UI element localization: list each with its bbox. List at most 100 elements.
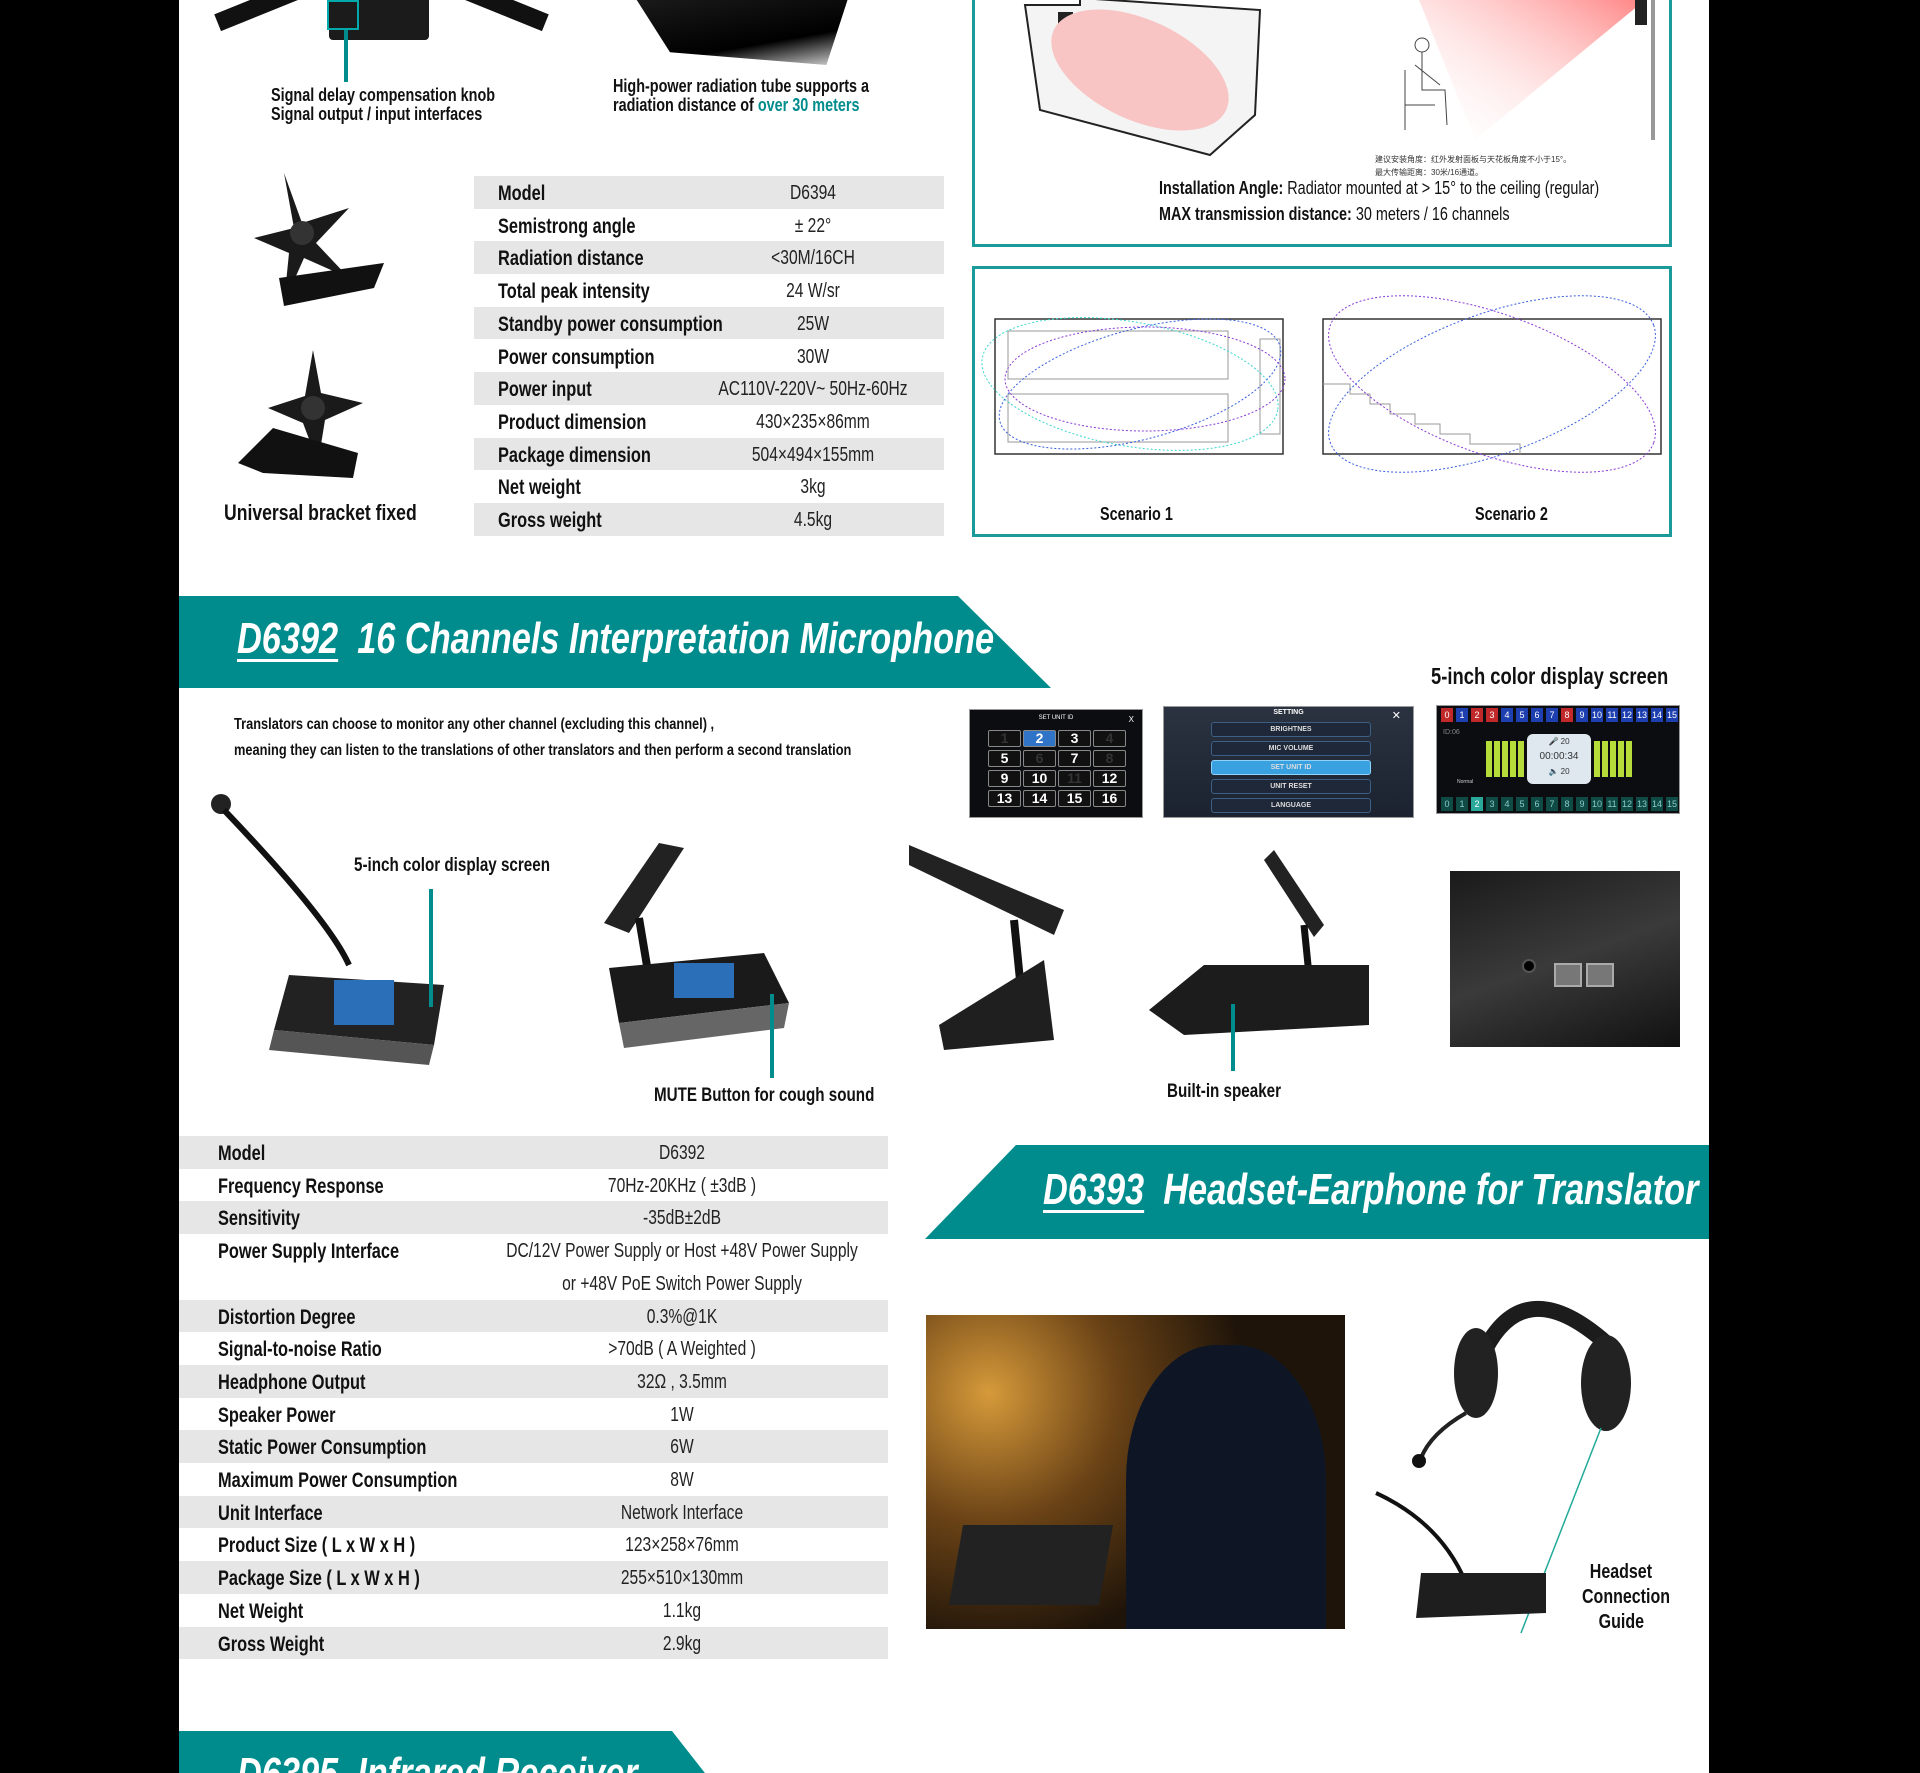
d6393-title: D6393 Headset-Earphone for Translator xyxy=(1043,1165,1698,1215)
mode-label: Normal xyxy=(1457,779,1474,785)
monitor-channel[interactable]: 11 xyxy=(1606,797,1618,811)
radiation-caption: High-power radiation tube supports a rad… xyxy=(589,77,869,115)
monitor-channel[interactable]: 5 xyxy=(1516,797,1528,811)
microphone-rear-image xyxy=(1149,850,1369,1035)
ceiling-radiator-illustration xyxy=(1404,0,1655,140)
setting-menu-item[interactable]: MIC VOLUME xyxy=(1211,741,1371,756)
unit-id-key-11[interactable]: 11 xyxy=(1058,770,1091,787)
setting-menu-item[interactable]: SET UNIT ID xyxy=(1211,760,1371,775)
unit-id-key-1[interactable]: 1 xyxy=(988,730,1021,747)
channel-status: 8 xyxy=(1561,708,1573,722)
scenario-2-label: Scenario 2 xyxy=(1475,504,1566,525)
spec-row: Gross weight 4.5kg xyxy=(474,503,944,536)
mic-level: 🎤 20 xyxy=(1548,737,1570,746)
channel-status: 9 xyxy=(1576,708,1588,722)
monitor-channel[interactable]: 2 xyxy=(1471,797,1483,811)
unit-id-key-8[interactable]: 8 xyxy=(1093,750,1126,767)
spec-value: 255×510×130mm xyxy=(620,1567,744,1590)
unit-id-key-9[interactable]: 9 xyxy=(988,770,1021,787)
unit-id-key-15[interactable]: 15 xyxy=(1058,790,1091,807)
monitor-channel[interactable]: 9 xyxy=(1576,797,1588,811)
monitor-channel[interactable]: 15 xyxy=(1666,797,1678,811)
spec-label: Gross Weight xyxy=(218,1632,325,1656)
label-speaker: Built-in speaker xyxy=(1167,1081,1310,1103)
unit-id-key-6[interactable]: 6 xyxy=(1023,750,1056,767)
spec-value: 70Hz-20KHz ( ±3dB ) xyxy=(607,1174,757,1197)
speaker-level-value: 20 xyxy=(1560,767,1570,776)
spec-label: Product dimension xyxy=(498,410,647,434)
setting-menu-item[interactable]: UNIT RESET xyxy=(1211,779,1371,794)
install-chinese-note: 建议安装角度：红外发射面板与天花板角度不小于15°。 最大传输距离：30米/16… xyxy=(1375,153,1571,179)
spec-value: 430×235×86mm xyxy=(756,410,870,433)
spec-value: 8W xyxy=(670,1469,694,1491)
monitor-channel[interactable]: 4 xyxy=(1501,797,1513,811)
spec-label: Net weight xyxy=(498,476,581,500)
d6393-banner: D6393 Headset-Earphone for Translator xyxy=(925,1145,1709,1239)
monitor-channel[interactable]: 8 xyxy=(1561,797,1573,811)
spec-label: Package Size ( L x W x H ) xyxy=(218,1567,420,1591)
unit-id-key-5[interactable]: 5 xyxy=(988,750,1021,767)
channel-status: 13 xyxy=(1636,708,1648,722)
spec-row: Radiation distance<30M/16CH xyxy=(474,241,944,275)
unit-id-key-14[interactable]: 14 xyxy=(1023,790,1056,807)
setting-menu-item[interactable]: LANGUAGE xyxy=(1211,798,1371,813)
channel-status: 5 xyxy=(1516,708,1528,722)
monitor-channel[interactable]: 10 xyxy=(1591,797,1603,811)
monitor-channel[interactable]: 7 xyxy=(1546,797,1558,811)
microphone-side-image xyxy=(909,845,1064,1050)
monitor-channel[interactable]: 13 xyxy=(1636,797,1648,811)
unit-id-key-3[interactable]: 3 xyxy=(1058,730,1091,747)
unit-id-key-12[interactable]: 12 xyxy=(1093,770,1126,787)
install-distance-value: 30 meters / 16 channels xyxy=(1355,204,1510,224)
channel-status: 15 xyxy=(1666,708,1678,722)
spec-value: 4.5kg xyxy=(793,509,833,531)
spec-value: 25W xyxy=(796,312,830,335)
unit-id-key-7[interactable]: 7 xyxy=(1058,750,1091,767)
spec-row: Semistrong angle± 22° xyxy=(474,209,944,242)
spec-label: Sensitivity xyxy=(218,1207,300,1231)
set-unit-id-title: SET UNIT ID xyxy=(1038,715,1074,721)
speaker-pointer-line xyxy=(1231,1004,1235,1071)
unit-id-key-4[interactable]: 4 xyxy=(1093,730,1126,747)
d6395-title-text: Infrared Receiver xyxy=(357,1749,637,1773)
d6392-title: D6392 16 Channels Interpretation Microph… xyxy=(237,614,994,664)
channel-status: 10 xyxy=(1591,708,1603,722)
spec-value: ± 22° xyxy=(794,214,832,237)
spec-label: Power Supply Interface xyxy=(218,1240,400,1264)
monitor-channel[interactable]: 6 xyxy=(1531,797,1543,811)
monitor-channel[interactable]: 1 xyxy=(1456,797,1468,811)
monitor-channel[interactable]: 12 xyxy=(1621,797,1633,811)
close-icon[interactable]: X xyxy=(1128,715,1134,724)
screen-caption-text: 5-inch color display screen xyxy=(1431,663,1669,689)
channel-status: 3 xyxy=(1486,708,1498,722)
spec-label: Product Size ( L x W x H ) xyxy=(218,1534,416,1558)
spec-label: Radiation distance xyxy=(498,247,644,271)
spec-label: Model xyxy=(498,182,546,205)
unit-id-key-10[interactable]: 10 xyxy=(1023,770,1056,787)
unit-id-key-2[interactable]: 2 xyxy=(1023,730,1056,747)
spec-label: Power consumption xyxy=(498,345,655,369)
spec-label: Gross weight xyxy=(498,509,602,532)
d6392-description: Translators can choose to monitor any ot… xyxy=(234,712,851,764)
monitor-channel[interactable]: 14 xyxy=(1651,797,1663,811)
close-icon[interactable]: ✕ xyxy=(1391,710,1401,722)
setting-menu-item[interactable]: BRIGHTNES xyxy=(1211,722,1371,737)
scenario-2-text: Scenario 2 xyxy=(1475,504,1548,524)
unit-id-key-16[interactable]: 16 xyxy=(1093,790,1126,807)
signal-pointer-line xyxy=(344,30,348,82)
unit-id-key-13[interactable]: 13 xyxy=(988,790,1021,807)
monitor-channel[interactable]: 0 xyxy=(1441,797,1453,811)
monitor-channel[interactable]: 3 xyxy=(1486,797,1498,811)
spec-row: Sensitivity-35dB±2dB xyxy=(179,1201,888,1235)
spec-value: 3kg xyxy=(800,476,826,499)
install-angle-label: Installation Angle: xyxy=(1159,178,1284,198)
bracket-caption: Universal bracket fixed xyxy=(224,500,465,526)
microphone-angled-image xyxy=(604,843,789,1048)
d6393-model: D6393 xyxy=(1043,1165,1145,1214)
